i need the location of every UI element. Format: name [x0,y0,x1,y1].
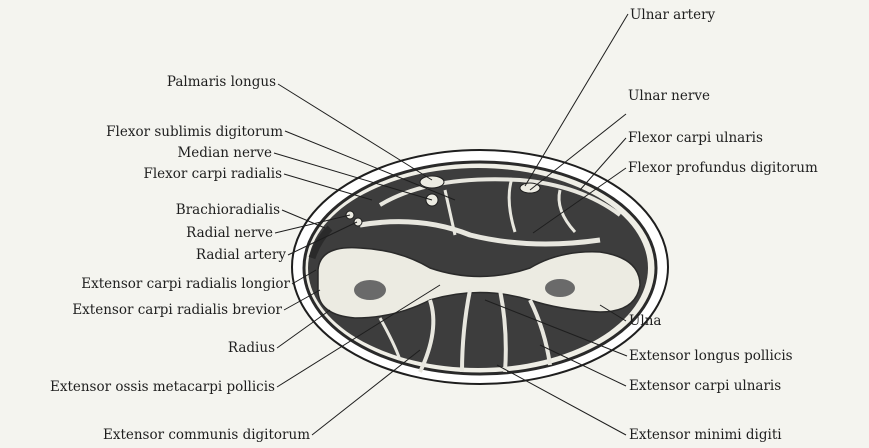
leader-palmaris [278,84,432,180]
label-flexor-sublimis-digitorum: Flexor sublimis digitorum [106,124,283,140]
radius-marrow [354,280,386,300]
label-radius: Radius [228,340,275,356]
leader-ulnar-artery [525,14,628,186]
label-ext-ossis-metacarpi-pollicis: Extensor ossis metacarpi pollicis [50,379,275,395]
label-ulnar-artery: Ulnar artery [630,7,715,23]
label-ext-minimi-digiti: Extensor minimi digiti [629,427,782,443]
label-radial-nerve: Radial nerve [186,225,273,241]
label-flexor-carpi-radialis: Flexor carpi radialis [143,166,282,182]
ulna-marrow [545,279,575,297]
label-ext-longus-pollicis: Extensor longus pollicis [629,348,793,364]
label-brachioradialis: Brachioradialis [176,202,280,218]
leader-ext-minimi [497,365,626,435]
label-flexor-carpi-ulnaris: Flexor carpi ulnaris [628,130,763,146]
label-ext-communis-digitorum: Extensor communis digitorum [103,427,310,443]
label-ext-carpi-radialis-brevior: Extensor carpi radialis brevior [72,302,282,318]
label-ulnar-nerve: Ulnar nerve [628,88,710,104]
label-radial-artery: Radial artery [196,247,286,263]
label-palmaris-longus: Palmaris longus [167,74,276,90]
label-ulna: Ulna [629,313,661,329]
label-median-nerve: Median nerve [177,145,272,161]
label-flexor-profundus-digitorum: Flexor profundus digitorum [628,160,818,176]
leader-ext-communis [312,350,420,435]
radial-vessel-2 [354,218,362,226]
label-ext-carpi-ulnaris: Extensor carpi ulnaris [629,378,781,394]
label-ext-carpi-radialis-longior: Extensor carpi radialis longior [81,276,290,292]
palmaris-tendon [420,176,444,188]
